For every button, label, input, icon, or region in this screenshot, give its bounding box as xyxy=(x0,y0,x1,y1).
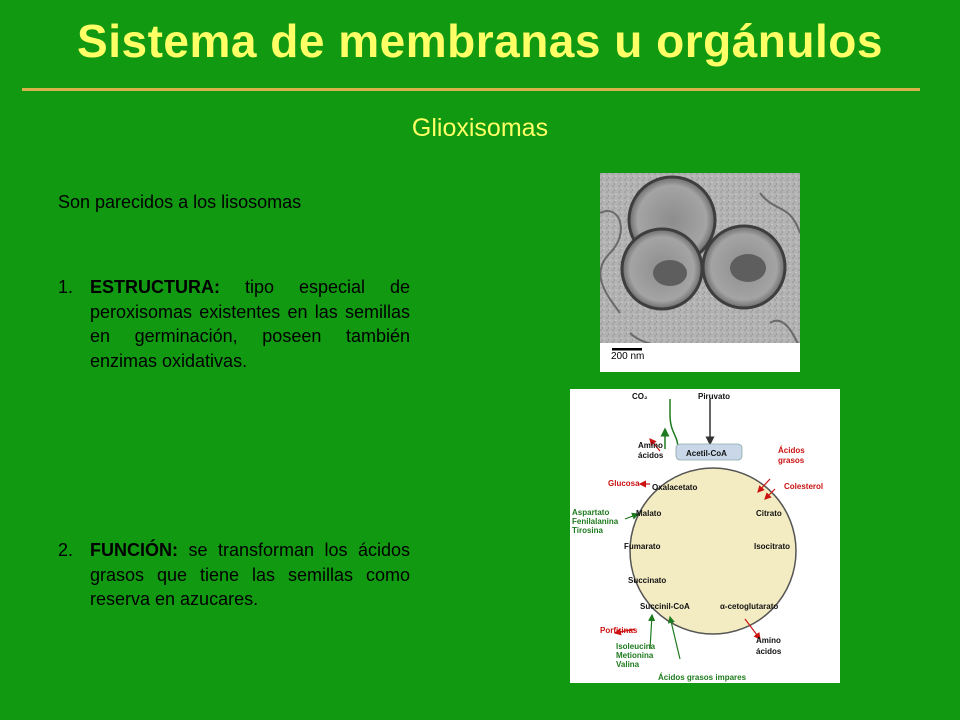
acetil-coa-box xyxy=(675,443,743,461)
cycle-circle xyxy=(629,467,797,635)
label-isoleucina: Isoleucina xyxy=(616,642,656,651)
label-amino-acids-bottom-2: ácidos xyxy=(756,647,782,656)
slide-title: Sistema de membranas u orgánulos xyxy=(77,15,883,67)
label-glucosa: Glucosa xyxy=(608,479,640,488)
label-isocitrato: Isocitrato xyxy=(754,542,790,551)
label-co2: CO₂ xyxy=(632,392,648,401)
label-oxalacetato: Oxalacetato xyxy=(652,483,697,492)
list-item-heading: ESTRUCTURA: xyxy=(90,277,220,297)
list-item-number: 2. xyxy=(58,540,74,560)
label-amino-acids-top-2: ácidos xyxy=(638,451,664,460)
title-divider xyxy=(22,88,920,91)
label-fenilalanina: Fenilalanina xyxy=(572,517,619,526)
label-piruvato: Piruvato xyxy=(698,392,730,401)
scale-bar-label: 200 nm xyxy=(611,351,645,362)
intro-text: Son parecidos a los lisosomas xyxy=(58,192,302,212)
label-malato: Malato xyxy=(636,509,661,518)
label-citrato: Citrato xyxy=(756,509,782,518)
list-item-text: tipo especial de peroxisomas existentes … xyxy=(90,277,410,371)
label-valina: Valina xyxy=(616,660,640,669)
label-acidos-grasos-impares: Ácidos grasos impares xyxy=(658,673,747,682)
label-colesterol: Colesterol xyxy=(784,482,823,491)
krebs-cycle-diagram: CO₂ Piruvato Amino ácidos Acetil-CoA Áci… xyxy=(570,389,840,683)
list-item-text: se transforman los ácidos grasos que tie… xyxy=(90,540,410,609)
label-succinato: Succinato xyxy=(628,576,666,585)
micrograph-image xyxy=(600,173,800,372)
label-acidos-grasos-2: grasos xyxy=(778,456,805,465)
label-acetil-coa: Acetil-CoA xyxy=(686,449,727,458)
label-acidos-grasos: Ácidos xyxy=(778,446,805,455)
list-item-estructura: 1. ESTRUCTURA: tipo especial de peroxiso… xyxy=(58,275,410,373)
label-metionina: Metionina xyxy=(616,651,654,660)
label-porfirinas: Porfirinas xyxy=(600,626,638,635)
list-item-funcion: 2. FUNCIÓN: se transforman los ácidos gr… xyxy=(58,538,410,612)
slide-subtitle: Glioxisomas xyxy=(411,114,549,142)
list-item-number: 1. xyxy=(58,277,74,297)
label-amino-acids-bottom: Amino xyxy=(756,636,781,645)
label-aspartato: Aspartato xyxy=(572,508,609,517)
label-fumarato: Fumarato xyxy=(624,542,661,551)
label-amino-acids-top: Amino xyxy=(638,441,663,450)
label-cetoglutarato: α-cetoglutarato xyxy=(720,602,778,611)
list-item-heading: FUNCIÓN: xyxy=(90,540,178,560)
label-succinil-coa: Succinil-CoA xyxy=(640,602,690,611)
label-tirosina: Tirosina xyxy=(572,526,604,535)
